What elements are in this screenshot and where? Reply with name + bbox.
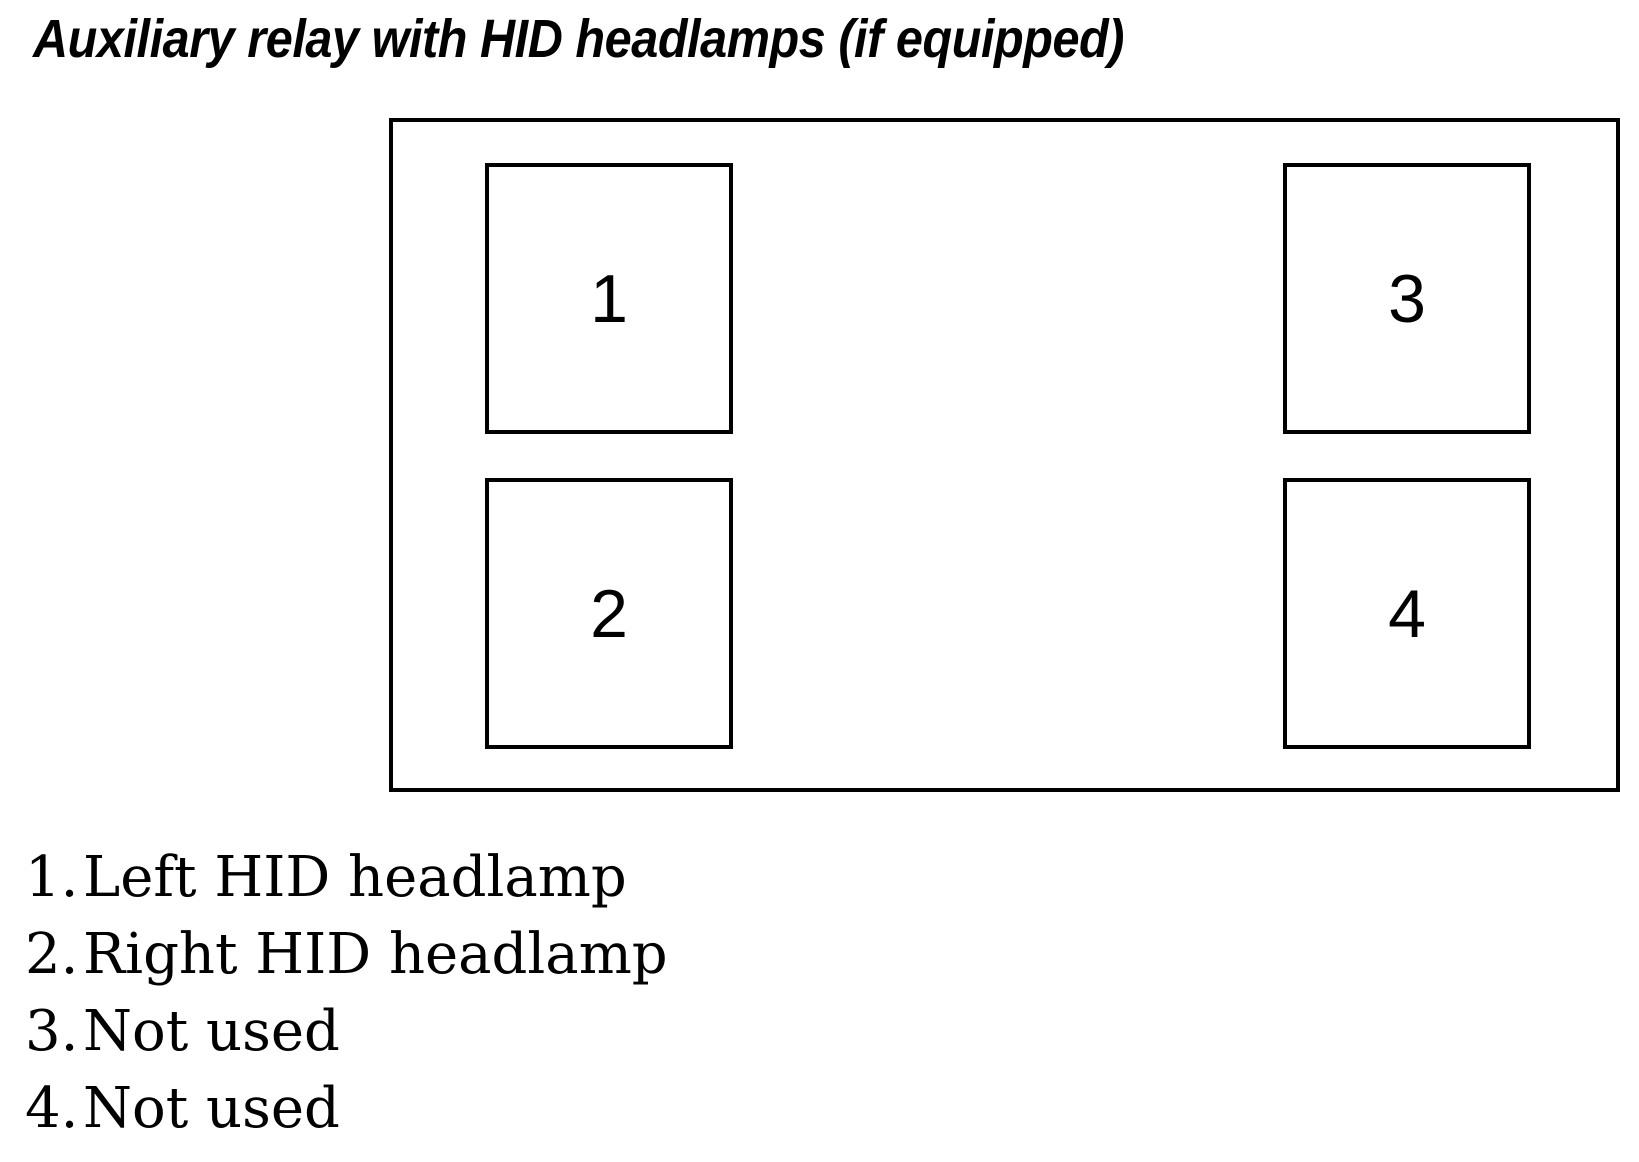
relay-cell-4: 4	[1283, 478, 1531, 749]
relay-cell-1: 1	[485, 163, 733, 434]
legend-item-2: 2. Right HID headlamp	[25, 923, 668, 987]
legend-item-1-label: Left HID headlamp	[83, 845, 627, 910]
relay-cell-1-number: 1	[590, 260, 628, 337]
relay-cell-2-number: 2	[590, 575, 628, 652]
relay-cell-2: 2	[485, 478, 733, 749]
relay-cell-3: 3	[1283, 163, 1531, 434]
relay-cell-4-number: 4	[1388, 575, 1426, 652]
legend-item-1-number: 1.	[25, 845, 79, 910]
legend-item-4-label: Not used	[83, 1076, 340, 1141]
legend-item-2-number: 2.	[25, 922, 79, 987]
legend-item-4: 4. Not used	[25, 1077, 340, 1141]
page-title: Auxiliary relay with HID headlamps (if e…	[33, 9, 1125, 69]
legend-item-3-number: 3.	[25, 999, 79, 1064]
legend-item-2-label: Right HID headlamp	[83, 922, 668, 987]
relay-cell-3-number: 3	[1388, 260, 1426, 337]
legend-item-3: 3. Not used	[25, 1000, 340, 1064]
legend-item-3-label: Not used	[83, 999, 340, 1064]
legend-item-1: 1. Left HID headlamp	[25, 846, 627, 910]
legend-item-4-number: 4.	[25, 1076, 79, 1141]
relay-box-diagram: 1 2 3 4	[389, 118, 1620, 792]
